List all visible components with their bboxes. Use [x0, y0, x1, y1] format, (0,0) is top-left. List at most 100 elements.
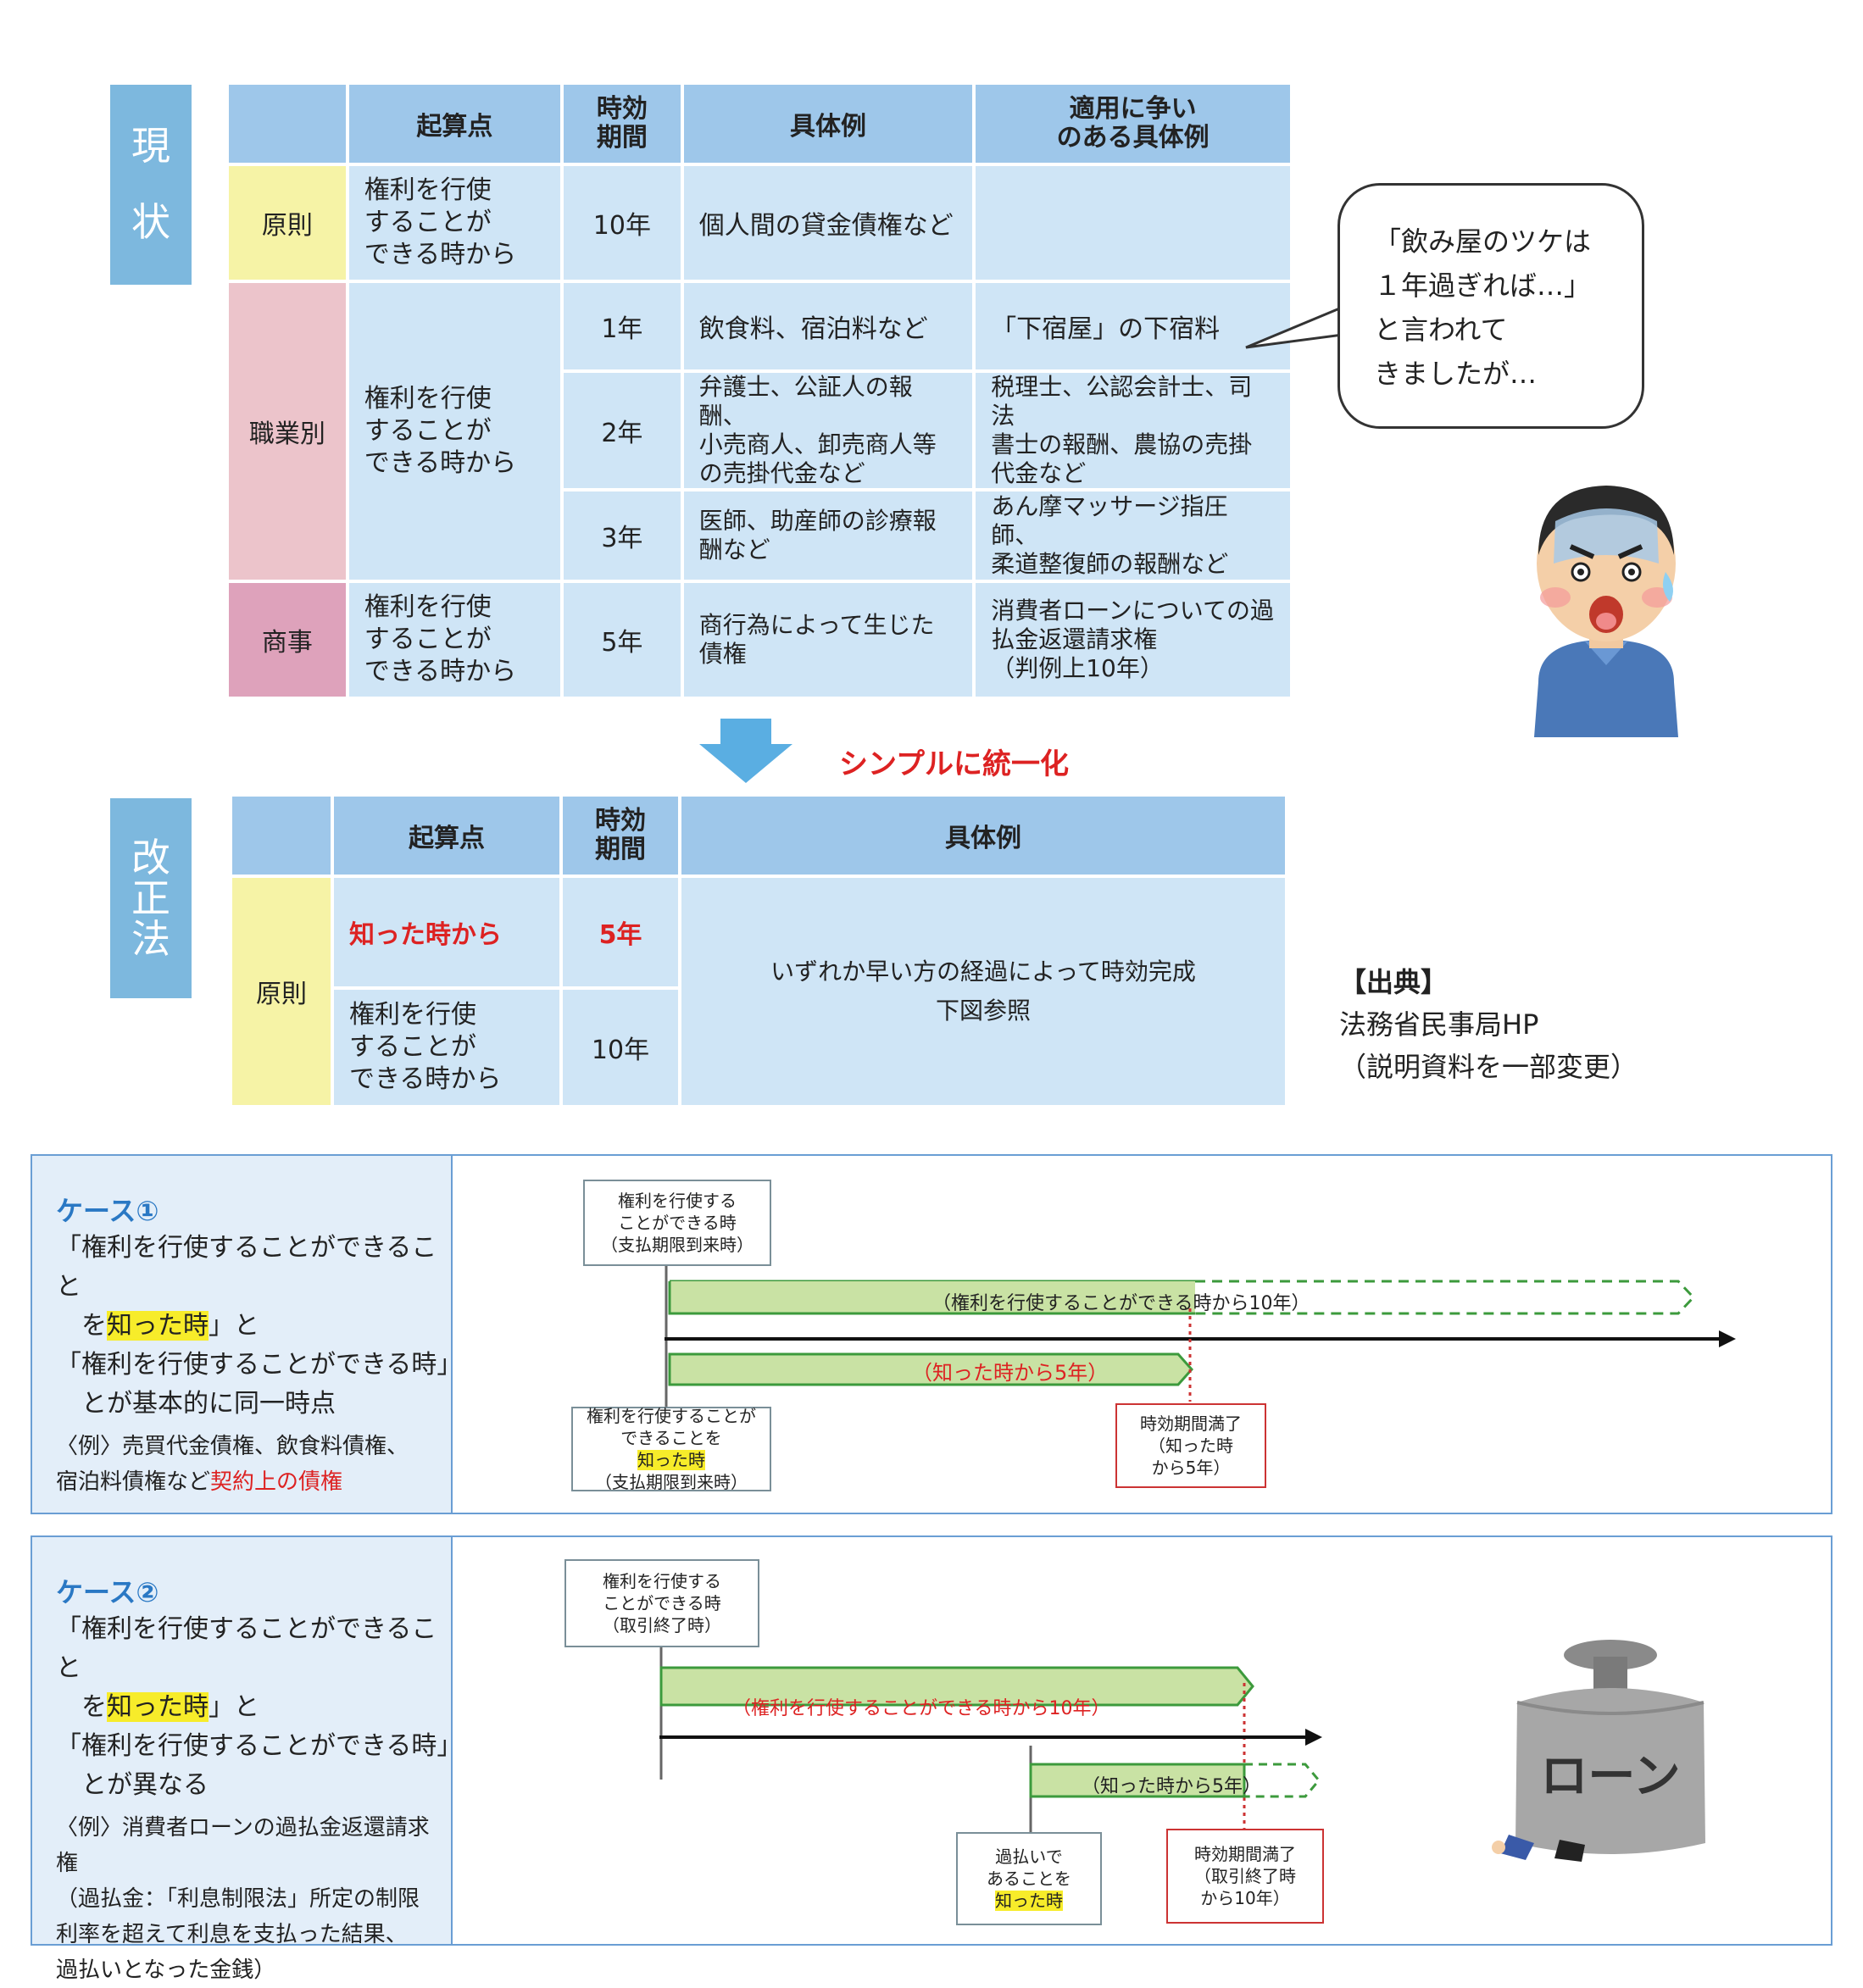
- case1-title: ケース①: [56, 1195, 159, 1227]
- case1-bar-top-label: （権利を行使することができる時から10年）: [932, 1293, 1310, 1314]
- current-label: 現 状: [110, 85, 192, 285]
- period-cell: 5年: [563, 878, 678, 986]
- loan-weight-illustration: ローン: [1492, 1640, 1705, 1862]
- source-line: 法務省民事局HP: [1339, 1008, 1539, 1041]
- case-text: 「権利を行使することができること: [56, 1233, 437, 1302]
- case-example: 利率を超えて利息を支払った結果、: [56, 1922, 408, 1947]
- category-cell: 原則: [232, 878, 331, 1105]
- example-cell: 商行為によって生じた 債権: [683, 583, 973, 697]
- revised-label: 改 正 法: [110, 798, 192, 998]
- header-cell: 起算点: [334, 797, 559, 875]
- current-label-char: 現: [131, 123, 170, 169]
- example-cell: 弁護士、公証人の報酬、 小売商人、卸売商人等 の売掛代金など: [683, 373, 973, 488]
- case-text: 「権利を行使することができる時」: [56, 1350, 463, 1380]
- case1-bar-bottom-label: （知った時から5年）: [912, 1361, 1109, 1385]
- highlight-text: 知った時: [107, 1311, 209, 1341]
- case2-expiry-box: 時効期間満了 （取引終了時 から10年）: [1166, 1829, 1324, 1924]
- example-cell: 医師、助産師の診療報 酬など: [683, 491, 973, 580]
- case1-panel: ケース① 「権利を行使することができること を知った時」と 「権利を行使すること…: [31, 1154, 1832, 1514]
- start-cell: 権利を行使 することが できる時から: [348, 283, 560, 580]
- case-text: とが異なる: [56, 1770, 209, 1800]
- case-text: とが基本的に同一時点: [56, 1389, 336, 1419]
- disputed-cell: [976, 166, 1290, 280]
- text: 過払いで あることを: [987, 1846, 1071, 1889]
- case-text: を知った時」と: [56, 1307, 451, 1346]
- case2-timeline: [659, 1647, 1322, 1834]
- source-line: （説明資料を一部変更）: [1339, 1051, 1638, 1083]
- case1-expiry-box: 時効期間満了 （知った時 から5年）: [1115, 1403, 1266, 1488]
- down-arrow-icon: [699, 719, 792, 783]
- text: を: [56, 1311, 107, 1341]
- start-cell: 権利を行使 することが できる時から: [334, 990, 559, 1105]
- disputed-cell: 税理士、公認会計士、司法 書士の報酬、農協の売掛 代金など: [976, 373, 1290, 488]
- case2-bar-bottom-label: （知った時から5年）: [1082, 1776, 1261, 1797]
- revised-label-char: 改: [131, 834, 170, 880]
- header-cell: 具体例: [681, 797, 1285, 875]
- current-label-char: 状: [131, 199, 170, 245]
- worried-man-illustration: [1534, 486, 1678, 737]
- case-text: 「権利を行使することができる時」: [56, 1731, 463, 1761]
- start-cell: 権利を行使 することが できる時から: [348, 583, 560, 697]
- case-example: （過払金：「利息制限法」所定の制限: [56, 1886, 420, 1912]
- text: を: [56, 1692, 107, 1722]
- current-table: 起算点 時効 期間 具体例 適用に争い のある具体例 原則 権利を行使 すること…: [225, 81, 1293, 700]
- category-cell: 原則: [229, 166, 346, 280]
- header-cell: 時効 期間: [563, 797, 678, 875]
- header-cell: 適用に争い のある具体例: [976, 85, 1290, 163]
- text: 」と: [209, 1692, 259, 1722]
- period-cell: 10年: [564, 166, 681, 280]
- disputed-cell: あん摩マッサージ指圧師、 柔道整復師の報酬など: [976, 491, 1290, 580]
- case-example: 宿泊料債権など契約上の債権: [56, 1464, 451, 1500]
- disputed-cell: 「下宿屋」の下宿料: [976, 283, 1290, 369]
- case2-know-box: 過払いで あることを 知った時: [956, 1832, 1102, 1925]
- speech-bubble: 「飲み屋のツケは １年過ぎれば…」 と言われて きましたが…: [1337, 183, 1644, 429]
- disputed-cell: 消費者ローンについての過 払金返還請求権 （判例上10年）: [976, 583, 1290, 697]
- revised-label-char: 法: [131, 916, 170, 963]
- case1-timeline: [665, 1266, 1736, 1419]
- case1-start-box: 権利を行使する ことができる時 （支払期限到来時）: [583, 1180, 771, 1266]
- example-cell: 飲食料、宿泊料など: [683, 283, 973, 369]
- case1-description: ケース① 「権利を行使することができること を知った時」と 「権利を行使すること…: [32, 1156, 463, 1513]
- red-text: 契約上の債権: [210, 1469, 343, 1495]
- header-cell: 時効 期間: [564, 85, 681, 163]
- header-cell: [232, 797, 331, 875]
- case-example: 〈例〉売買代金債権、飲食料債権、: [56, 1434, 409, 1459]
- example-cell: いずれか早い方の経過によって時効完成 下図参照: [681, 878, 1285, 1105]
- text: 」と: [209, 1311, 259, 1341]
- highlight-text: 知った時: [107, 1692, 209, 1722]
- text: 宿泊料債権など: [56, 1469, 211, 1495]
- highlight-text: 知った時: [995, 1891, 1063, 1911]
- revised-table: 起算点 時効 期間 具体例 原則 知った時から 5年 いずれか早い方の経過によっ…: [229, 793, 1288, 1108]
- category-cell: 職業別: [229, 283, 346, 580]
- loan-weight-label: ローン: [1540, 1749, 1680, 1804]
- header-cell: [229, 85, 346, 163]
- case2-bar-top-label: （権利を行使することができる時から10年）: [732, 1698, 1110, 1719]
- period-cell: 3年: [564, 491, 681, 580]
- start-cell: 知った時から: [334, 878, 559, 986]
- start-cell: 権利を行使 することが できる時から: [348, 166, 560, 280]
- case1-know-box: 権利を行使することが できることを知った時 （支払期限到来時）: [571, 1406, 771, 1492]
- period-cell: 5年: [564, 583, 681, 697]
- highlight-text: 知った時: [637, 1450, 705, 1470]
- example-cell: 個人間の貸金債権など: [683, 166, 973, 280]
- unify-label: シンプルに統一化: [839, 747, 1069, 781]
- period-cell: 2年: [564, 373, 681, 488]
- revised-label-char: 正: [131, 875, 170, 921]
- case-text: 「権利を行使することができること: [56, 1614, 437, 1683]
- category-cell: 商事: [229, 583, 346, 697]
- case2-panel: ケース② 「権利を行使することができること を知った時」と 「権利を行使すること…: [31, 1535, 1832, 1983]
- text: 知った時: [573, 1449, 770, 1471]
- text: （支払期限到来時）: [595, 1472, 748, 1492]
- text: 知った時: [958, 1890, 1100, 1912]
- case-example: 過払いとなった金銭）: [56, 1957, 276, 1983]
- header-cell: 具体例: [683, 85, 973, 163]
- period-cell: 1年: [564, 283, 681, 369]
- case-example: 〈例〉消費者ローンの過払金返還請求権: [56, 1815, 430, 1876]
- text: 権利を行使することが できることを: [587, 1406, 756, 1448]
- case-text: を知った時」と: [56, 1688, 451, 1727]
- case2-description: ケース② 「権利を行使することができること を知った時」と 「権利を行使すること…: [32, 1537, 463, 1983]
- source-title: 【出典】: [1339, 966, 1449, 998]
- source-note: 【出典】 法務省民事局HP （説明資料を一部変更）: [1339, 961, 1638, 1088]
- period-cell: 10年: [563, 990, 678, 1105]
- case2-start-box: 権利を行使する ことができる時 （取引終了時）: [564, 1559, 759, 1647]
